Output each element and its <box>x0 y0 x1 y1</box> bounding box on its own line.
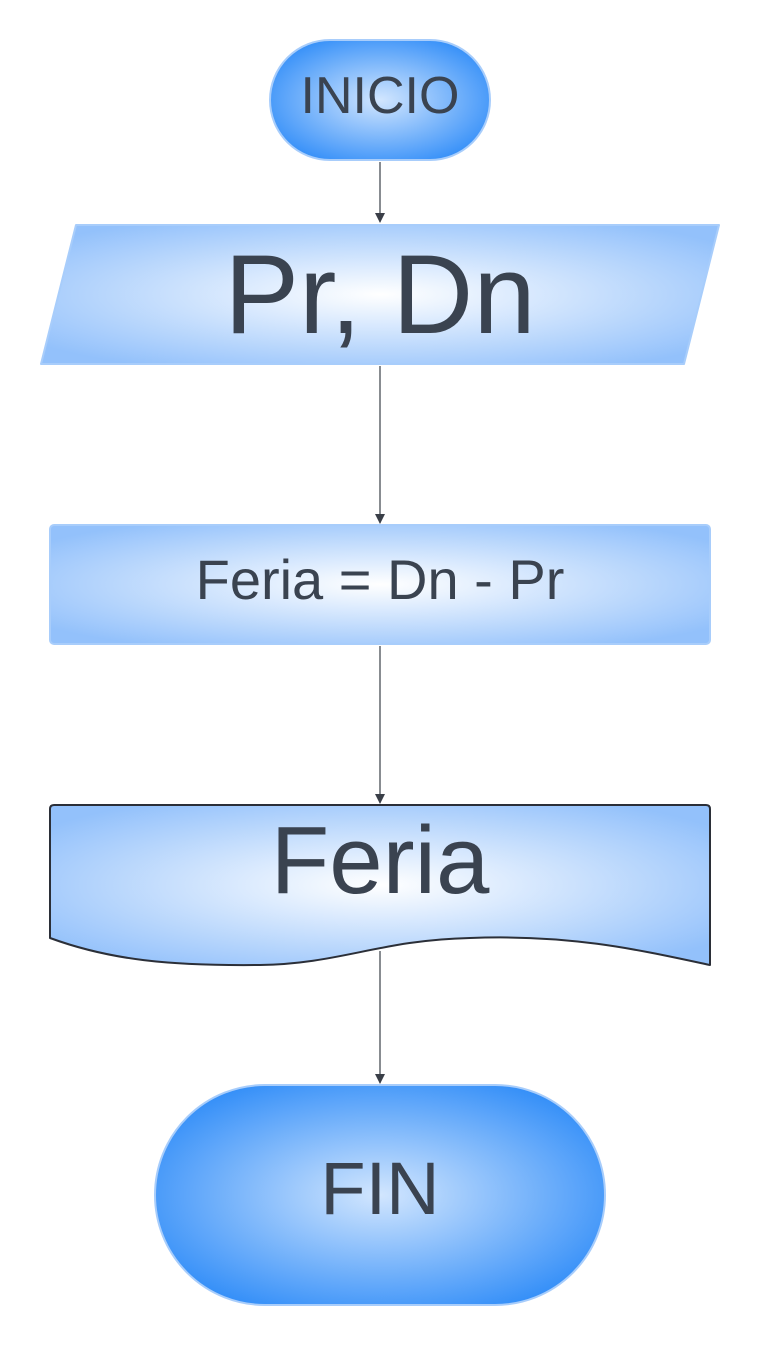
input-node-shape <box>40 224 720 365</box>
end-node-label: FIN <box>320 1147 439 1230</box>
process-node-label: Feria = Dn - Pr <box>196 548 565 611</box>
input-node[interactable]: Pr, Dn <box>40 224 720 365</box>
output-node[interactable]: Feria <box>49 804 711 967</box>
start-node-label: INICIO <box>301 67 460 125</box>
process-node[interactable]: Feria = Dn - Pr <box>49 524 711 645</box>
end-node-shape <box>154 1084 606 1306</box>
process-node-shape <box>49 524 711 645</box>
output-node-label: Feria <box>271 807 490 914</box>
end-node[interactable]: FIN <box>154 1084 606 1306</box>
input-node-label: Pr, Dn <box>224 232 535 357</box>
start-node-shape <box>269 39 491 161</box>
start-node[interactable]: INICIO <box>269 39 491 161</box>
output-node-shape <box>49 804 711 967</box>
